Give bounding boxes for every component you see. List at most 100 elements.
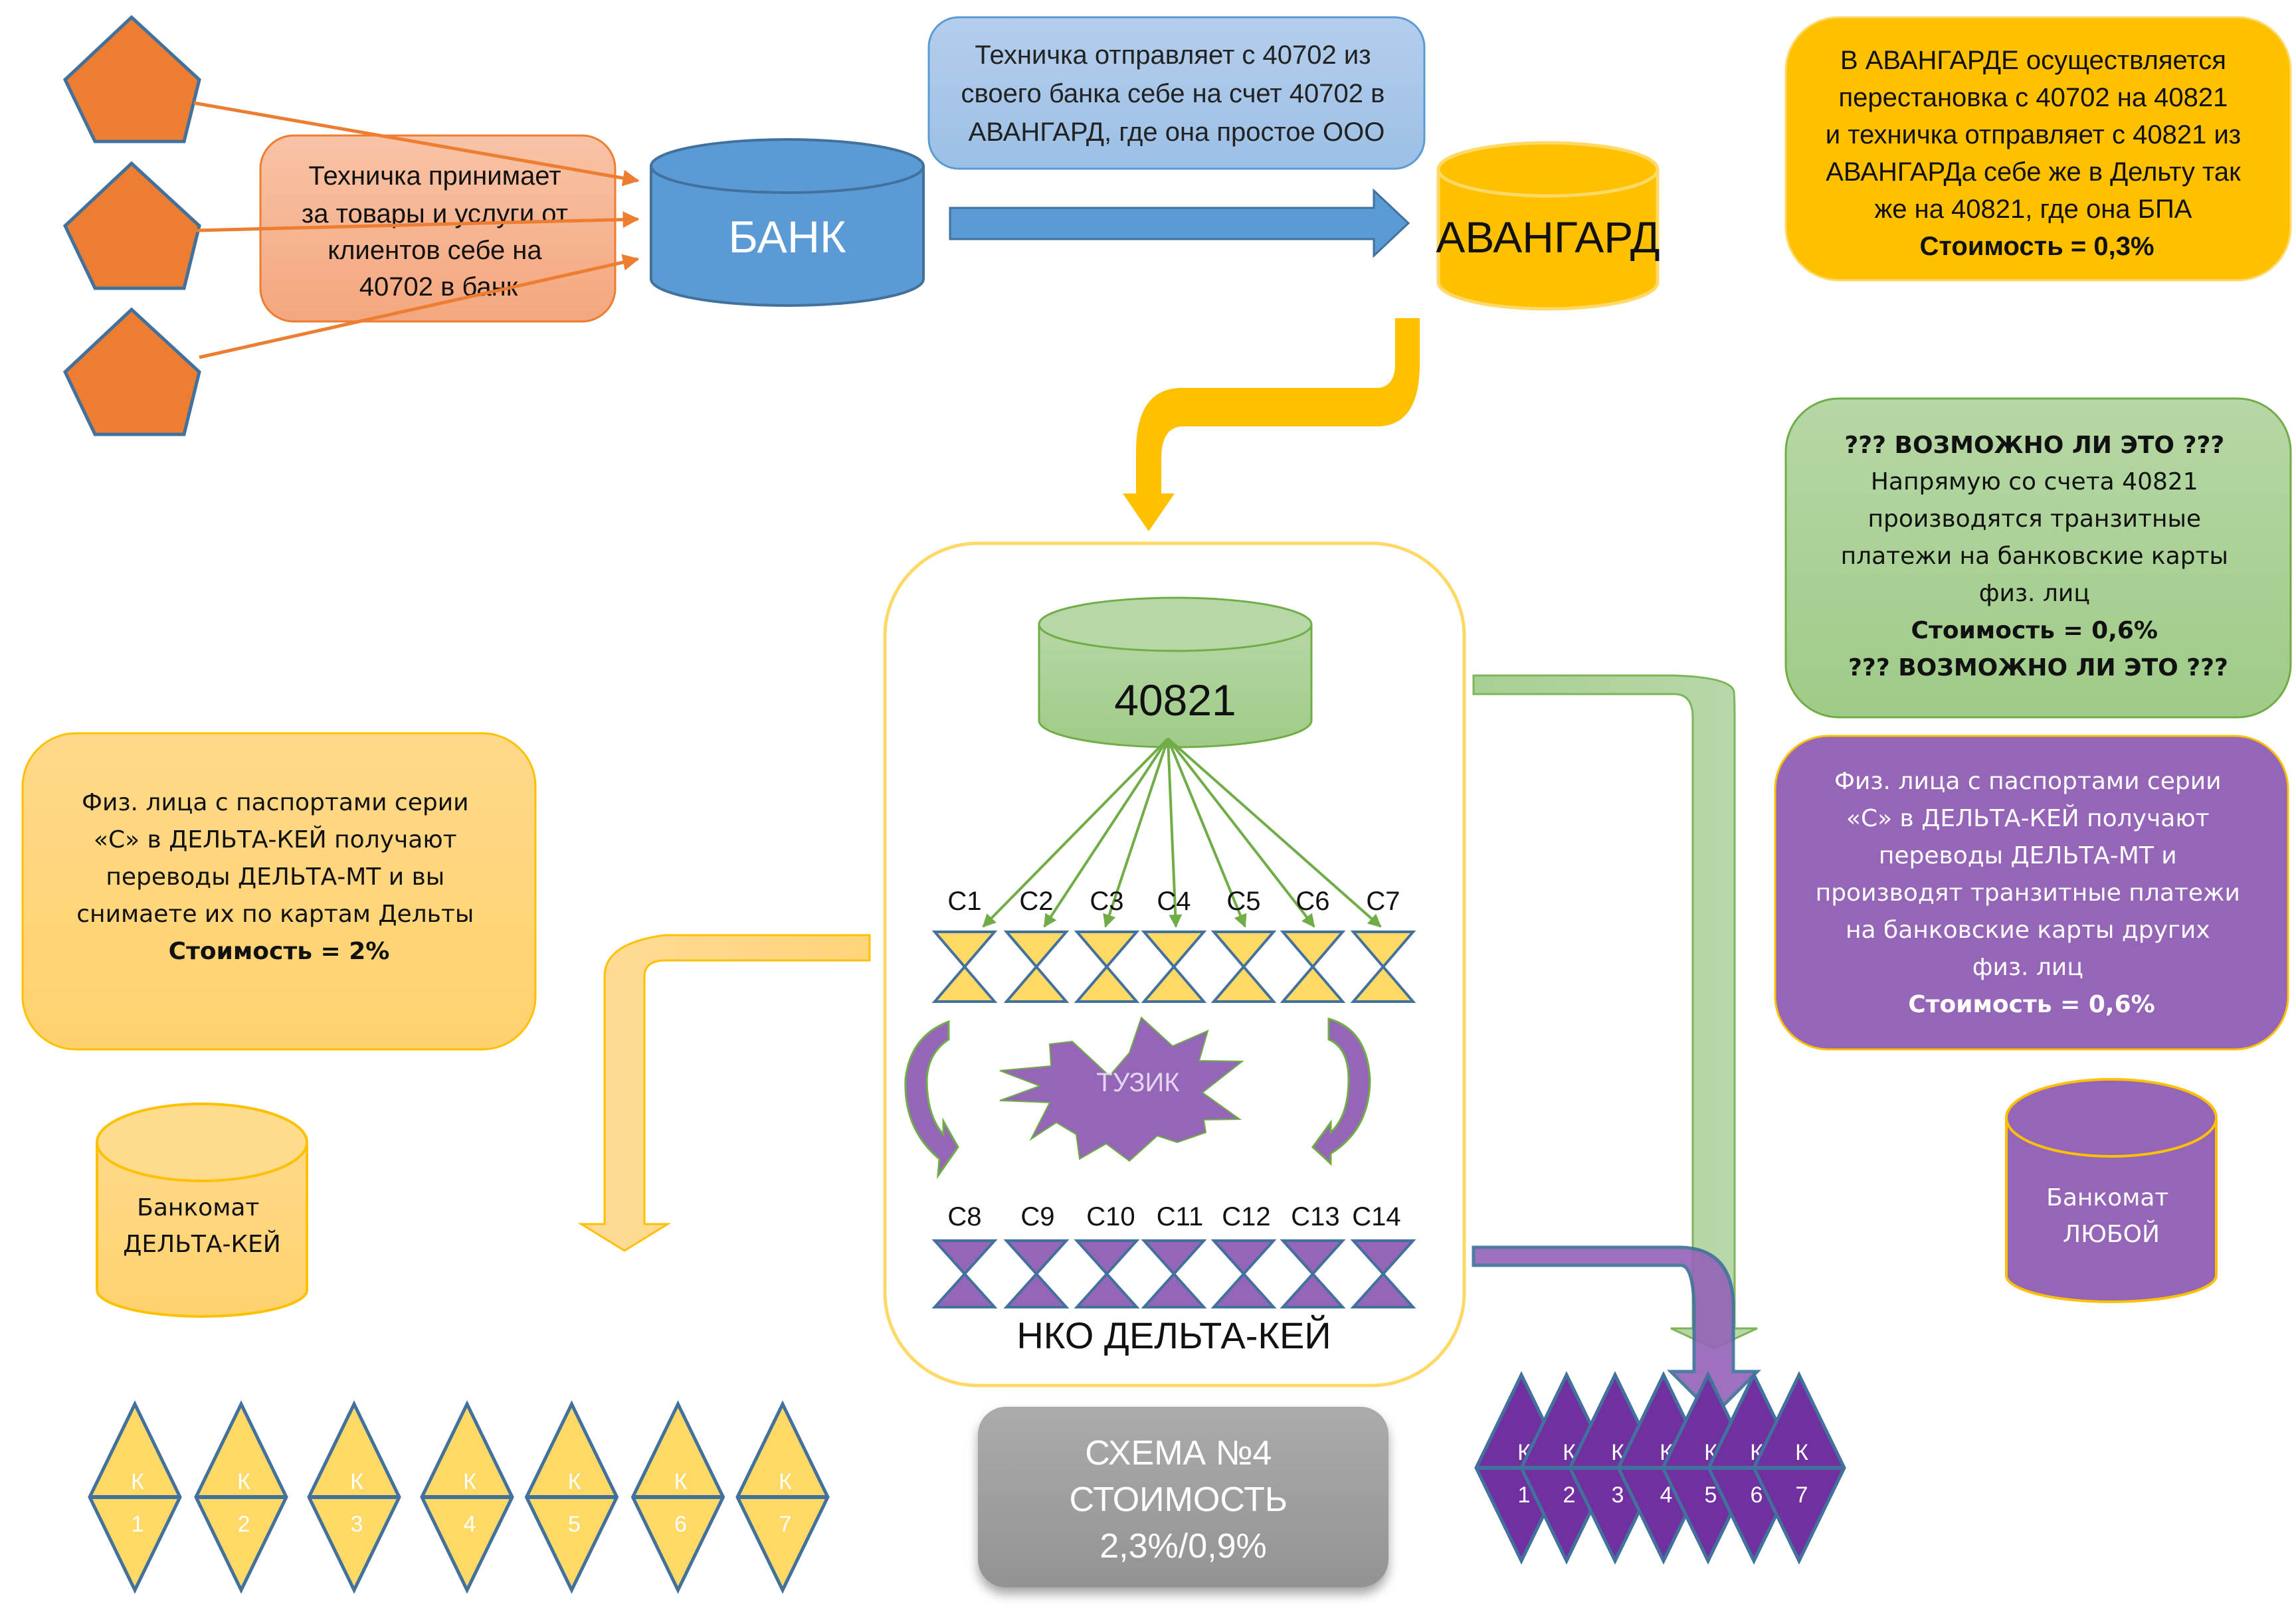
hourglass-bottom [1003, 964, 1070, 1003]
note-receive-line: Техничка принимает [308, 161, 561, 191]
account-label-c: C8 [947, 1202, 981, 1231]
card-number: 1 [132, 1512, 144, 1537]
payment-arrow-1 [193, 101, 640, 187]
hourglass-bottom [1003, 1272, 1070, 1308]
account-fan-arrows [982, 737, 1382, 928]
hourglass-top [1003, 931, 1070, 969]
hourglass-top [1141, 931, 1207, 969]
note-transfer-line: Техничка отправляет с 40702 из [975, 41, 1371, 70]
svg-text:Банкомат ДЕЛЬТА-КЕЙ: Банкомат ДЕЛЬТА-КЕЙ [123, 1194, 280, 1258]
hourglass-top [1074, 931, 1140, 969]
nko-title: НКО ДЕЛЬТА-КЕЙ [1016, 1314, 1331, 1356]
account-hourglass: C1 [931, 887, 998, 1003]
account-label-c: C12 [1222, 1202, 1270, 1231]
card-number: 1 [1518, 1482, 1531, 1508]
svg-text:Физ. лица с паспортами серии: Физ. лица с паспортами серии «С» в ДЕЛЬТ… [76, 789, 481, 965]
card-letter: К [779, 1469, 792, 1494]
note-question-line: Напрямую со счета 40821 [1871, 468, 2198, 495]
note-avangard-line: же на 40821, где она БПА [1874, 195, 2192, 224]
note-question-line: платежи на банковские карты [1841, 543, 2228, 570]
hourglass-top [1350, 931, 1416, 969]
yellow-flow-arrow [577, 934, 871, 1252]
curved-arrow-right [1311, 1018, 1371, 1166]
hourglass-bottom [931, 1272, 998, 1308]
payment-arrow-3 [199, 254, 640, 359]
card-letter: К [350, 1469, 363, 1494]
svg-text:СХЕМА №4 СТОИМОСТЬ: СХЕМА №4 СТОИМОСТЬ 2,3%/0,9% [1069, 1434, 1297, 1565]
hourglass-top [931, 931, 998, 969]
hourglass-bottom [1074, 1272, 1140, 1308]
fan-arrow [1167, 738, 1183, 928]
note-purple-cost: Стоимость = 0,6% [1908, 991, 2154, 1018]
note-question-line: физ. лиц [1979, 580, 2090, 607]
client-pentagon-3 [62, 307, 201, 436]
card-letter: К [1795, 1440, 1808, 1465]
hourglass-bottom [1210, 964, 1277, 1003]
account-label-c: C1 [947, 887, 981, 916]
svg-text:Банкомат ЛЮБОЙ: Банкомат ЛЮБОЙ [2046, 1184, 2176, 1248]
note-transfer: Техничка отправляет с 40702 из своего ба… [927, 16, 1426, 170]
note-yellow: Физ. лица с паспортами серии «С» в ДЕЛЬТ… [21, 732, 537, 1051]
hourglass-top [1074, 1239, 1140, 1276]
atm-any-line: Банкомат [2046, 1184, 2168, 1211]
account-hourglass: C5 [1210, 887, 1277, 1003]
account-label: 40821 [1114, 675, 1236, 725]
note-question-footer: ??? ВОЗМОЖНО ЛИ ЭТО ??? [1848, 654, 2228, 681]
account-hourglass: C12 [1210, 1202, 1277, 1308]
card-number: 3 [1612, 1482, 1624, 1508]
note-question: ??? ВОЗМОЖНО ЛИ ЭТО ??? Напрямую со счет… [1784, 397, 2292, 719]
card-letter: К [568, 1469, 581, 1494]
hourglass-bottom [1141, 1272, 1207, 1308]
account-label-c: C10 [1086, 1202, 1135, 1231]
note-avangard: В АВАНГАРДЕ осуществляется перестановка … [1784, 16, 2292, 282]
atm-delta-line: Банкомат [137, 1194, 259, 1221]
note-avangard-cost: Стоимость = 0,3% [1919, 232, 2154, 261]
card-number: 2 [238, 1512, 250, 1537]
card-diamond: К4 [420, 1400, 514, 1594]
bank-cylinder: БАНК [650, 138, 925, 307]
svg-text:??? ВОЗМОЖНО ЛИ ЭТО ???: ??? ВОЗМОЖНО ЛИ ЭТО ??? Напрямую со счет… [1841, 432, 2236, 681]
note-purple-line: физ. лиц [1972, 954, 2083, 981]
summary-line: СТОИМОСТЬ [1069, 1480, 1288, 1519]
fan-arrow [982, 737, 1169, 928]
payment-arrow-2 [195, 211, 640, 232]
card-number: 2 [1563, 1482, 1576, 1508]
account-hourglass: C11 [1141, 1202, 1207, 1308]
card-diamond: К2 [194, 1400, 288, 1594]
fan-arrow [1167, 738, 1247, 928]
svg-text:Техничка принимает за т: Техничка принимает за товары и услуги от… [302, 161, 575, 302]
note-purple: Физ. лица с паспортами серии «С» в ДЕЛЬТ… [1774, 735, 2289, 1051]
account-hourglass: C6 [1280, 887, 1346, 1003]
card-number: 5 [568, 1512, 581, 1537]
note-yellow-line: переводы ДЕЛЬТА-МТ и вы [106, 863, 444, 891]
card-diamond: К7 [735, 1400, 830, 1594]
account-hourglass: C2 [1003, 887, 1070, 1003]
note-purple-line: на банковские карты других [1846, 917, 2210, 944]
svg-text:В АВАНГАРДЕ осуществляется: В АВАНГАРДЕ осуществляется перестановка … [1826, 46, 2249, 261]
hourglass-bottom [1141, 964, 1207, 1003]
note-receive: Техничка принимает за товары и услуги от… [259, 134, 617, 323]
account-label-c: C7 [1366, 887, 1400, 916]
hourglass-top [1003, 1239, 1070, 1276]
hourglass-top [1141, 1239, 1207, 1276]
account-label-c: C2 [1019, 887, 1053, 916]
card-number: 4 [464, 1512, 476, 1537]
svg-text:Техничка отправляет с 40702 из: Техничка отправляет с 40702 из своего ба… [961, 41, 1392, 147]
card-number: 6 [674, 1512, 687, 1537]
account-label-c: C14 [1352, 1202, 1400, 1231]
note-receive-line: клиентов себе на [328, 236, 542, 265]
atm-delta-line: ДЕЛЬТА-КЕЙ [123, 1230, 280, 1258]
account-label-c: C4 [1157, 887, 1191, 916]
avangard-cylinder: АВАНГАРД [1436, 141, 1660, 311]
summary-line: СХЕМА №4 [1085, 1434, 1272, 1472]
note-avangard-line: В АВАНГАРДЕ осуществляется [1840, 46, 2226, 75]
note-yellow-line: «С» в ДЕЛЬТА-КЕЙ получают [94, 826, 457, 853]
fan-arrow [1167, 737, 1315, 928]
card-number: 7 [779, 1512, 792, 1537]
note-purple-line: «С» в ДЕЛЬТА-КЕЙ получают [1846, 804, 2210, 832]
hourglass-top [931, 1239, 998, 1276]
card-diamond: К1 [88, 1400, 182, 1594]
